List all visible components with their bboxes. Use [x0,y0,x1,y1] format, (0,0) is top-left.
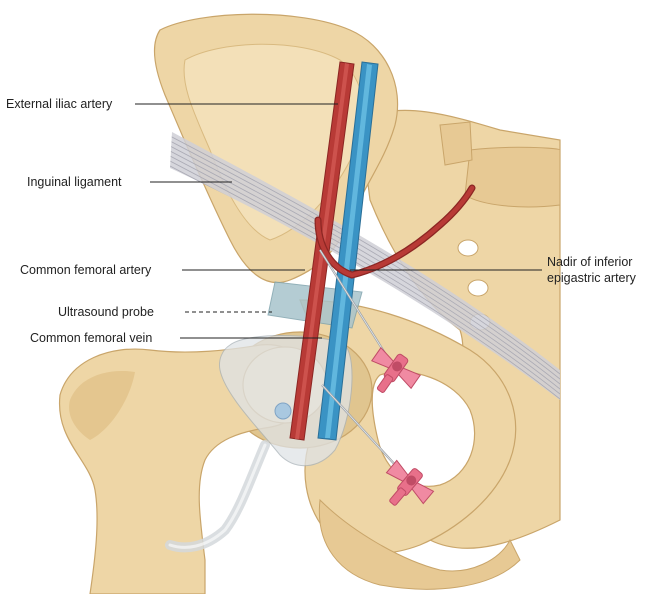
ischium-lower [318,498,521,590]
vertebra-spine [439,121,473,166]
needle-hub [385,459,435,506]
leader-lines [135,103,542,339]
femur-trochanter-shade [69,370,135,440]
label-ultrasound-probe: Ultrasound probe [58,305,154,319]
sacral-foramen [467,279,489,297]
sacral-foramen [457,239,479,257]
label-nadir-line1: Nadir of inferior [547,255,632,269]
label-common-femoral-artery: Common femoral artery [20,263,152,277]
labels: External iliac artery Inguinal ligament … [6,97,637,345]
needle-icon [321,384,435,506]
obturator-foramen [371,371,476,487]
label-nadir-line2: epigastric artery [547,271,637,285]
label-external-iliac-artery: External iliac artery [6,97,113,111]
label-common-femoral-vein: Common femoral vein [30,331,152,345]
probe-button [274,402,292,420]
vertebra-top [464,146,561,208]
label-inguinal-ligament: Inguinal ligament [27,175,122,189]
needle-icon [319,249,422,393]
vessels [289,61,476,441]
needle-hub [370,346,422,393]
